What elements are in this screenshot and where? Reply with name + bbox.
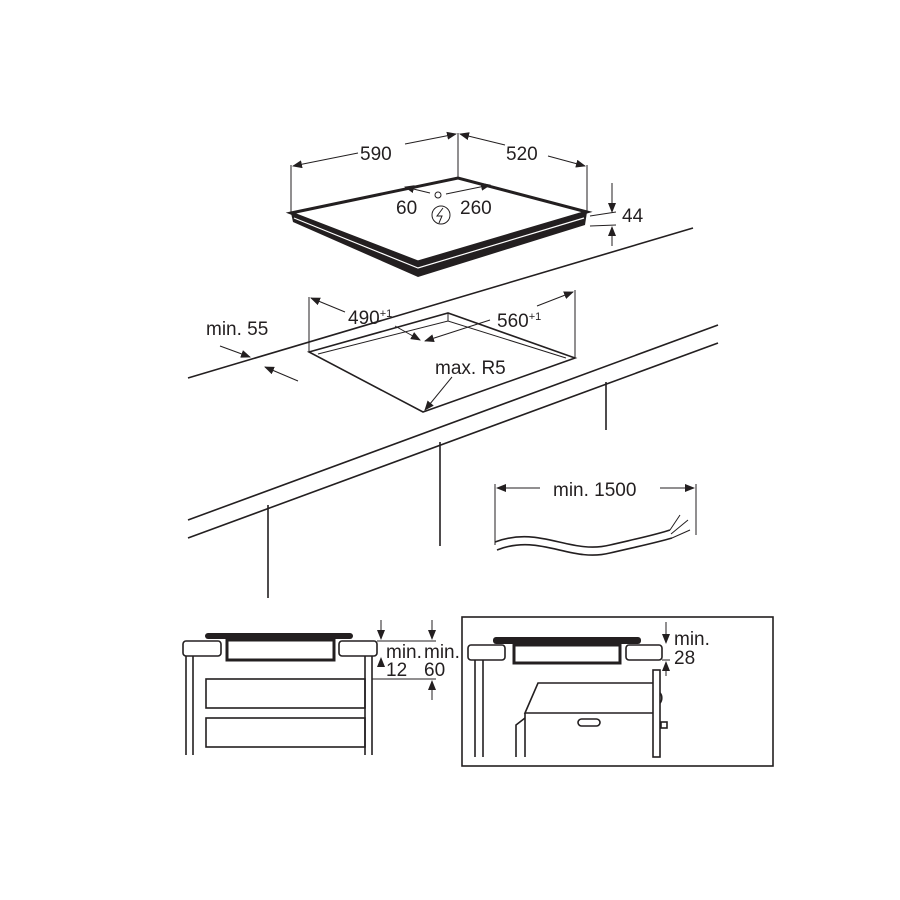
clearance-12-label: 12: [386, 660, 407, 681]
connection-left-label: 60: [396, 198, 417, 219]
side-view-oven: [461, 616, 774, 767]
hob-depth-label: 520: [506, 144, 538, 165]
front-distance-label: min. 55: [206, 319, 268, 340]
hob-width-label: 590: [360, 144, 392, 165]
min-label-60: min.: [424, 642, 460, 663]
cutout-depth-label: 560+1: [497, 311, 541, 332]
min-label-28: min.: [674, 629, 710, 650]
corner-radius-label: max. R5: [435, 358, 506, 379]
hob-drawing: [285, 131, 617, 277]
cutout-width-label: 490+1: [348, 308, 392, 329]
connection-right-label: 260: [460, 198, 492, 219]
electrical-connection-icon: [431, 205, 451, 225]
hob-height-label: 44: [622, 206, 644, 227]
clearance-28-label: 28: [674, 648, 695, 669]
cable-drawing: [494, 484, 697, 556]
clearance-60-label: 60: [424, 660, 445, 681]
min-label-12: min.: [386, 642, 422, 663]
side-view-drawers: [182, 620, 436, 755]
cable-length-label: min. 1500: [553, 480, 636, 501]
worktop-drawing: [187, 227, 719, 598]
